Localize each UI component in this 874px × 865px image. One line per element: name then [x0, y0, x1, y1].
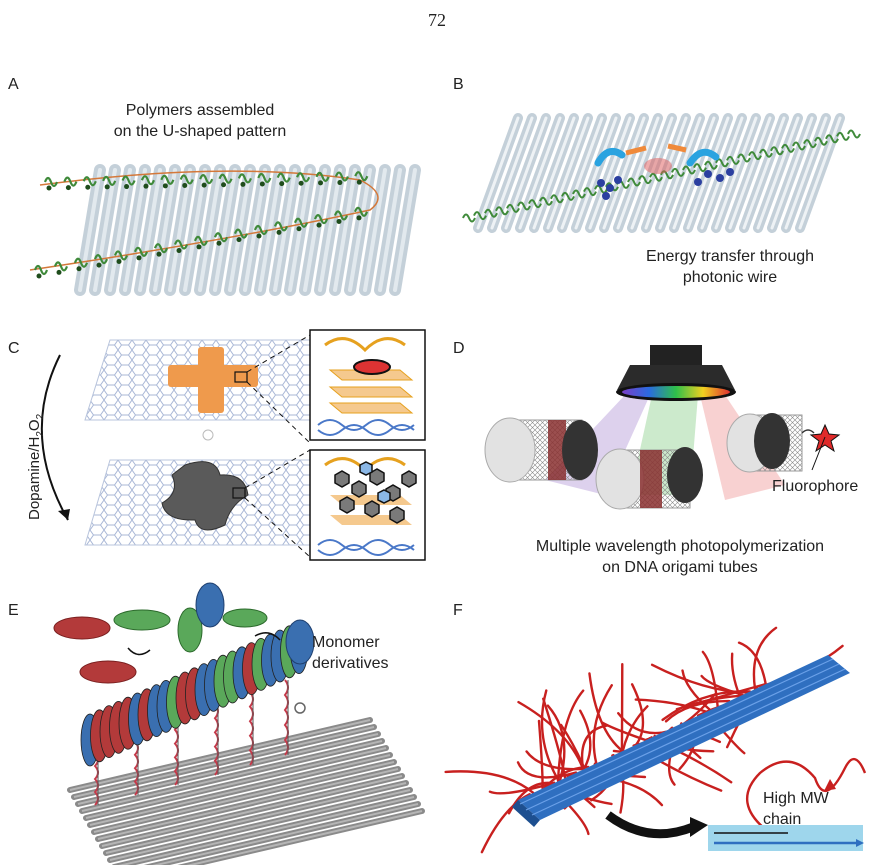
panel-c-illustration [40, 329, 426, 561]
dopamine-arrow [40, 354, 69, 521]
panel-a-illustration [29, 164, 421, 296]
panel-a-caption-line1: Polymers assembled [125, 102, 275, 119]
high-mw-chain [746, 758, 867, 834]
monomer-stack [80, 621, 309, 767]
panel-f-caption-line2: chain [763, 811, 802, 828]
u-shaped-polymer [29, 170, 379, 279]
origami-tube-left [484, 417, 598, 483]
panel-label-a: A [8, 76, 19, 93]
panel-label-d: D [453, 340, 465, 357]
panel-f-illustration [444, 626, 867, 854]
panel-label-b: B [453, 76, 464, 93]
panel-label-f: F [453, 602, 463, 619]
panel-d-illustration [484, 345, 841, 510]
dna-bundle [512, 655, 850, 827]
origami-base-sheet [67, 717, 425, 865]
energy-transfer-complex [594, 143, 734, 200]
panel-f-caption-line1: High MW [763, 790, 829, 807]
panel-e-caption-line2: derivatives [312, 655, 389, 672]
origami-tube-right [726, 413, 815, 473]
product-tube [708, 825, 864, 851]
inset-g-quadruplex [309, 329, 426, 441]
panel-e-caption-line1: Monomer [312, 634, 380, 651]
free-monomers [53, 582, 315, 684]
panel-d-caption: Multiple wavelength photopolymerization … [500, 536, 860, 578]
panel-d-caption-line2: on DNA origami tubes [602, 559, 758, 576]
process-arrow [605, 811, 695, 839]
panel-b-caption-line2: photonic wire [682, 269, 778, 286]
panel-b-illustration [462, 113, 861, 233]
panel-b-caption-line1: Energy transfer through [645, 248, 815, 265]
panel-e-caption: Monomer derivatives [312, 632, 388, 674]
polydopamine-cross [161, 461, 249, 531]
fluorophore-label: Fluorophore [772, 478, 859, 495]
panel-a-caption: Polymers assembled on the U-shaped patte… [40, 100, 360, 142]
panel-a-caption-line2: on the U-shaped pattern [113, 123, 287, 140]
panel-label-c: C [8, 340, 20, 357]
origami-tube-center [595, 447, 703, 510]
panel-e-illustration [53, 582, 425, 865]
dna-tethers [93, 679, 289, 806]
panel-f-caption: High MW chain [763, 788, 829, 830]
panel-label-e: E [8, 602, 19, 619]
inset-polydopamine [309, 449, 426, 561]
page-number: 72 [428, 10, 446, 30]
light-source-lamp [616, 345, 736, 401]
dopamine-label: Dopamine/H2O2 [26, 413, 46, 520]
origami-sheet [74, 164, 421, 296]
panel-d-caption-line1: Multiple wavelength photopolymerization [535, 538, 825, 555]
panel-b-caption: Energy transfer through photonic wire [610, 246, 850, 288]
